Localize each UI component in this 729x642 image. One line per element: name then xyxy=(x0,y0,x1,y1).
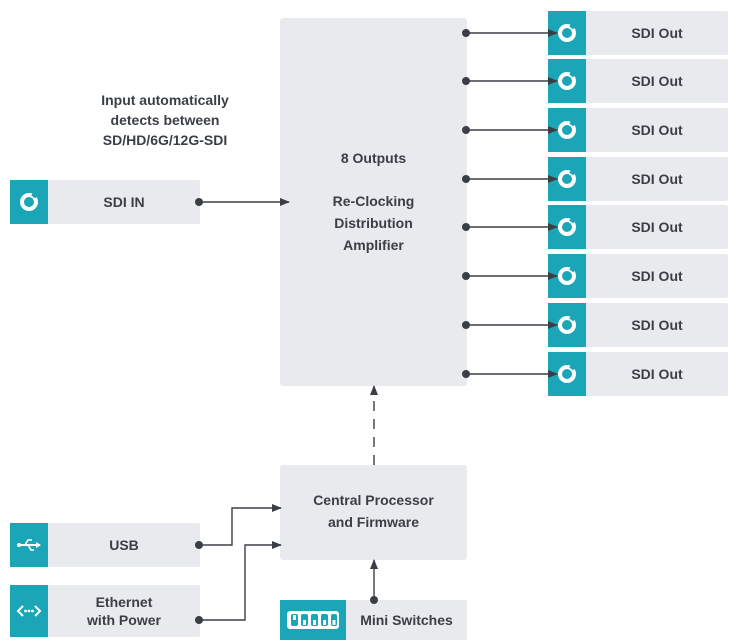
sdi-out-label: SDI Out xyxy=(631,366,683,382)
input-note-line-3: SD/HD/6G/12G-SDI xyxy=(102,132,228,148)
sdi-connector-icon xyxy=(10,180,48,224)
sdi-out-label: SDI Out xyxy=(631,73,683,89)
sdi-in-port: SDI IN xyxy=(10,180,200,224)
sdi-out-port: SDI Out xyxy=(548,108,728,152)
distribution-amplifier-block: 8 Outputs Re-Clocking Distribution Ampli… xyxy=(280,18,467,386)
usb-label: USB xyxy=(109,537,139,553)
sdi-out-port: SDI Out xyxy=(548,59,728,103)
sdi-out-label: SDI Out xyxy=(631,219,683,235)
amp-title-line-2: Distribution xyxy=(334,215,413,231)
sdi-out-label: SDI Out xyxy=(631,122,683,138)
amp-title-line-1: Re-Clocking xyxy=(332,193,415,209)
usb-port: USB xyxy=(10,523,200,567)
amp-title-line-3: Amplifier xyxy=(343,237,404,253)
sdi-out-port: SDI Out xyxy=(548,303,728,347)
sdi-out-label: SDI Out xyxy=(631,317,683,333)
usb-wire xyxy=(199,504,282,546)
sdi-connector-icon xyxy=(548,254,586,298)
sdi-out-port: SDI Out xyxy=(548,254,728,298)
ethernet-icon xyxy=(10,585,48,637)
sdi-out-port: SDI Out xyxy=(548,205,728,249)
processor-title-line-1: Central Processor xyxy=(313,492,434,508)
input-note-line-1: Input automatically xyxy=(101,92,229,108)
sdi-out-label: SDI Out xyxy=(631,25,683,41)
ethernet-wire xyxy=(199,541,282,621)
sdi-in-label: SDI IN xyxy=(103,194,145,210)
input-note: Input automatically detects between SD/H… xyxy=(60,90,270,150)
ethernet-label: Ethernet with Power xyxy=(48,585,200,637)
mini-switches-label: Mini Switches xyxy=(360,612,453,628)
ethernet-port: Ethernet with Power xyxy=(10,585,200,637)
sdi-out-port: SDI Out xyxy=(548,352,728,396)
mini-switches: Mini Switches xyxy=(280,600,467,640)
processor-title-line-2: and Firmware xyxy=(327,514,420,530)
outputs-count-label: 8 Outputs xyxy=(340,150,407,166)
input-note-line-2: detects between xyxy=(110,112,220,128)
sdi-out-port: SDI Out xyxy=(548,157,728,201)
usb-icon xyxy=(10,523,48,567)
sdi-out-label: SDI Out xyxy=(631,268,683,284)
sdi-out-label: SDI Out xyxy=(631,171,683,187)
ethernet-label-line-1: Ethernet xyxy=(95,594,153,610)
central-processor-block: Central Processor and Firmware xyxy=(280,465,467,560)
ethernet-label-line-2: with Power xyxy=(87,612,161,628)
sdi-connector-icon xyxy=(548,352,586,396)
dip-switch-icon xyxy=(280,600,346,640)
